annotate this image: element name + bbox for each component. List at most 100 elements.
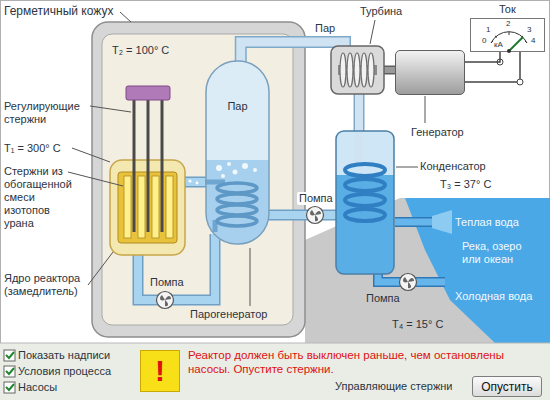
drawing-part bbox=[250, 248, 251, 306]
feedwater-pipe bbox=[268, 211, 336, 219]
node-text: ! bbox=[155, 356, 165, 386]
current-gauge: Ток01234кА bbox=[470, 18, 545, 52]
needle-pivot bbox=[507, 49, 511, 53]
drawing-part bbox=[361, 53, 367, 87]
drawing-part bbox=[233, 170, 238, 175]
drawing-part bbox=[120, 12, 131, 22]
drawing-part bbox=[72, 148, 110, 162]
gauge-scale: 4 bbox=[531, 37, 535, 45]
drawing-part bbox=[124, 176, 131, 238]
temperature-label: T₁ = 300° C bbox=[4, 142, 61, 155]
gauge-scale: 1 bbox=[486, 26, 490, 34]
checkboxes bbox=[4, 350, 15, 393]
shell-label: Герметичный кожух bbox=[4, 4, 113, 18]
bubbles bbox=[216, 162, 257, 178]
control-rods bbox=[134, 100, 162, 232]
drawing-part bbox=[400, 274, 417, 291]
condenser-drawing bbox=[335, 130, 395, 275]
drawing-part bbox=[347, 53, 353, 87]
gauge-scale: 0 bbox=[482, 37, 486, 45]
drawing-part bbox=[354, 53, 360, 87]
part-label: Стержни из обогащенной смеси изотопов ур… bbox=[4, 165, 76, 230]
push-button: Опустить bbox=[472, 376, 542, 397]
turbine-blades bbox=[340, 53, 374, 87]
drawing-part bbox=[345, 164, 385, 176]
condenser: Конденсатор bbox=[335, 130, 395, 275]
edge-label: Пар bbox=[315, 22, 335, 35]
steam-pipe bbox=[241, 42, 345, 64]
water-label: Теплая вода bbox=[455, 216, 519, 229]
drawing-part bbox=[345, 194, 385, 206]
node-text: Опустить bbox=[481, 381, 533, 393]
drawing-part bbox=[68, 172, 123, 186]
vessel-outline bbox=[206, 61, 269, 244]
drawing-part bbox=[310, 210, 321, 221]
drawing-part bbox=[517, 79, 523, 85]
turbine-drawing bbox=[330, 45, 385, 95]
condenser-top bbox=[336, 131, 394, 274]
wire bbox=[465, 52, 500, 62]
drawing-part bbox=[217, 205, 257, 215]
pump-label: Помпа bbox=[297, 192, 335, 205]
steam-space bbox=[206, 61, 269, 244]
drawing-part bbox=[217, 194, 257, 204]
exhaust-pipe bbox=[355, 94, 363, 131]
drawing-part bbox=[152, 176, 159, 238]
drawing-part bbox=[221, 174, 225, 178]
node-text: Ток bbox=[499, 3, 516, 16]
warning-icon: ! bbox=[140, 350, 180, 392]
condenser-coil bbox=[345, 164, 385, 221]
connector-group bbox=[268, 215, 336, 216]
drawing-part bbox=[90, 106, 131, 112]
water-label: Холодная вода bbox=[455, 290, 532, 303]
part-label: Регулирующие стержни bbox=[4, 100, 90, 126]
checkbox-label: Насосы bbox=[18, 381, 57, 394]
warning-message: Реактор должен быть выключен раньше, чем… bbox=[188, 349, 540, 376]
drawing-part bbox=[138, 176, 145, 238]
node-text: Конденсатор bbox=[420, 160, 486, 173]
needle bbox=[509, 37, 523, 51]
drawing-part bbox=[160, 295, 171, 306]
temperature-label: T₄ = 15° C bbox=[392, 318, 443, 331]
pump-label: Помпа bbox=[366, 292, 400, 305]
pump-symbol bbox=[157, 292, 174, 309]
drawing-part bbox=[368, 53, 374, 87]
containment-inner bbox=[102, 34, 293, 325]
checkbox-label: Показать надписи bbox=[18, 349, 110, 362]
terminals bbox=[497, 59, 523, 85]
node-text: Генератор bbox=[411, 126, 464, 139]
steam-inlet bbox=[355, 130, 363, 162]
connector-group bbox=[359, 94, 360, 131]
part-label: Парогенератор bbox=[190, 308, 267, 321]
drawing-part bbox=[370, 20, 375, 44]
drawing-part bbox=[307, 207, 324, 224]
connector-group bbox=[465, 52, 500, 62]
hot-leg-bubbles bbox=[188, 179, 198, 184]
generator: Генератор bbox=[395, 50, 465, 95]
drawing-part bbox=[425, 96, 426, 123]
drawing-part bbox=[147, 100, 150, 232]
wire bbox=[465, 52, 520, 82]
steam-generator: Пар bbox=[205, 60, 270, 245]
drawing-part bbox=[345, 209, 385, 221]
condenser-outline bbox=[336, 131, 394, 274]
part-label: Ядро реактора (замедлитель) bbox=[4, 272, 90, 298]
drawing-part bbox=[217, 216, 257, 226]
drawing-part bbox=[133, 100, 136, 232]
drawing-part bbox=[216, 165, 222, 171]
drawing-part bbox=[340, 53, 346, 87]
drawing-part bbox=[157, 292, 174, 309]
drawing-part bbox=[166, 176, 173, 238]
control-label: Управляющие стержни bbox=[335, 380, 453, 393]
water-label: Река, озеро или океан bbox=[462, 240, 542, 266]
connector-group bbox=[241, 42, 345, 64]
drawing-part bbox=[217, 183, 257, 193]
water bbox=[206, 160, 269, 244]
temperature-label: T₃ = 37° C bbox=[440, 178, 491, 191]
condenser-water bbox=[336, 175, 394, 274]
pipe-outline bbox=[241, 42, 345, 64]
